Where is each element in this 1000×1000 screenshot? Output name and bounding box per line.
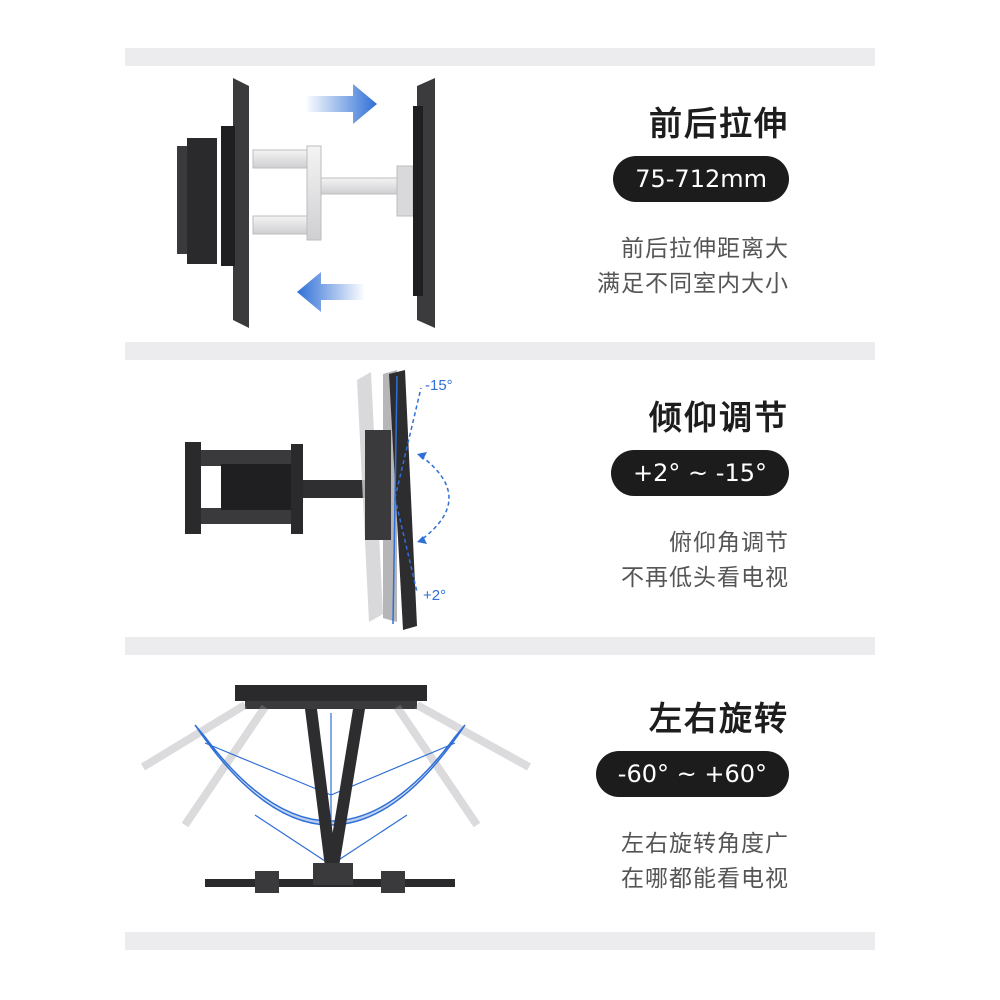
feature-description: 前后拉伸距离大 满足不同室内大小 — [529, 232, 789, 302]
angle-label-bottom: +2° — [423, 587, 446, 604]
tv-panel-retracted — [233, 78, 249, 328]
separator-band-1 — [125, 342, 875, 360]
feature-title: 左右旋转 — [649, 699, 789, 738]
swivel-arm-left — [305, 709, 337, 867]
description-line: 前后拉伸距离大 — [621, 236, 789, 262]
swivel-illustration — [140, 685, 531, 893]
description-line: 左右旋转角度广 — [621, 831, 789, 857]
description-line: 不再低头看电视 — [621, 565, 789, 591]
extension-arm-upper — [252, 149, 314, 169]
swivel-arm-right — [327, 709, 365, 867]
feature-title: 倾仰调节 — [649, 398, 789, 437]
extension-illustration — [177, 78, 435, 328]
spec-badge: 75-712mm — [613, 156, 789, 202]
description-line: 俯仰角调节 — [669, 530, 789, 556]
separator-band-top — [125, 48, 875, 66]
spec-badge: -60° ~ +60° — [595, 751, 789, 797]
tilt-text: 倾仰调节 +2° ~ -15° 俯仰角调节 不再低头看电视 — [529, 398, 789, 596]
description-line: 在哪都能看电视 — [621, 866, 789, 892]
wall-plate — [235, 685, 427, 701]
separator-band-2 — [125, 637, 875, 655]
tilt-illustration: -15° +2° — [185, 370, 453, 630]
tilt-arm — [303, 480, 365, 498]
feature-description: 俯仰角调节 不再低头看电视 — [529, 526, 789, 596]
extension-text: 前后拉伸 75-712mm 前后拉伸距离大 满足不同室内大小 — [529, 104, 789, 302]
feature-tilt: -15° +2° 倾仰调节 +2° ~ -15° 俯仰角调节 不再低头看电视 — [125, 360, 875, 637]
arrow-left-icon — [297, 272, 365, 312]
arrow-right-icon — [305, 84, 377, 124]
feature-extension: 前后拉伸 75-712mm 前后拉伸距离大 满足不同室内大小 — [125, 66, 875, 342]
feature-description: 左右旋转角度广 在哪都能看电视 — [529, 827, 789, 897]
feature-swivel: 左右旋转 -60° ~ +60° 左右旋转角度广 在哪都能看电视 — [125, 655, 875, 932]
separator-band-bottom — [125, 932, 875, 950]
wall-plate — [185, 442, 201, 534]
swivel-arc — [194, 724, 466, 826]
feature-title: 前后拉伸 — [649, 104, 789, 143]
description-line: 满足不同室内大小 — [597, 271, 789, 297]
swivel-text: 左右旋转 -60° ~ +60° 左右旋转角度广 在哪都能看电视 — [529, 699, 789, 897]
tilt-arc — [420, 455, 450, 541]
extension-arm-lower — [252, 215, 314, 235]
angle-label-top: -15° — [425, 377, 453, 394]
spec-badge: +2° ~ -15° — [611, 450, 789, 496]
